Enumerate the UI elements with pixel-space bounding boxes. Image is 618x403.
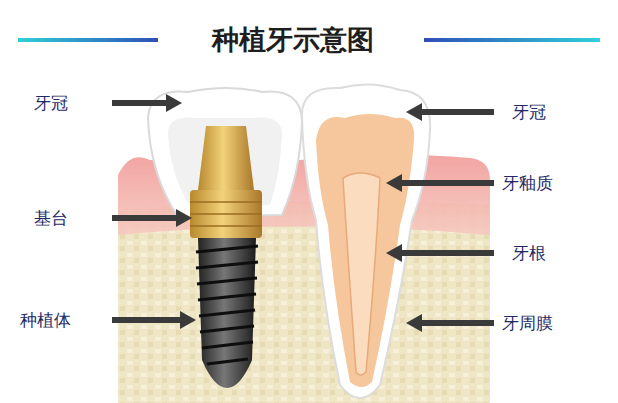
implant-fixture: [198, 238, 256, 388]
part-label: 基台: [34, 207, 68, 230]
leader-arrows: [112, 94, 494, 332]
part-label: 牙冠: [512, 101, 546, 124]
dentin: [316, 114, 414, 387]
title-rule: [18, 38, 158, 42]
abutment-collar: [190, 190, 262, 238]
natural-tooth: [302, 84, 430, 398]
part-label: 牙冠: [34, 92, 68, 115]
part-label: 牙根: [512, 242, 546, 265]
diagram-title: 种植牙示意图: [212, 22, 374, 58]
abutment: [198, 126, 254, 190]
part-label: 牙釉质: [502, 172, 553, 195]
jaw-bone: [118, 201, 490, 403]
pulp: [343, 173, 380, 375]
part-label: 种植体: [20, 309, 71, 332]
title-rule: [424, 38, 600, 42]
part-label: 牙周膜: [502, 312, 553, 335]
